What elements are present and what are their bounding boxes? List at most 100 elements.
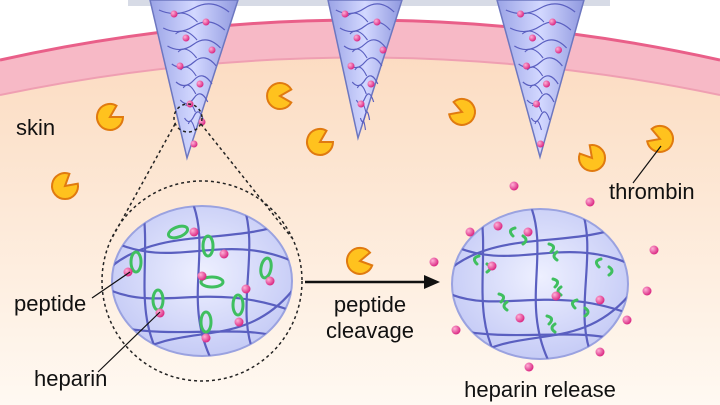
- heparin-dot: [234, 317, 244, 327]
- arrow-right-icon: [305, 275, 440, 289]
- heparin-dot: [353, 34, 361, 42]
- heparin-dot: [429, 257, 439, 267]
- heparin-dot: [341, 10, 349, 18]
- heparin-dot: [241, 284, 251, 294]
- heparin-dot: [529, 34, 536, 42]
- cleaved-peptide: [521, 234, 528, 246]
- heparin-dot: [170, 10, 178, 18]
- skin-label: skin: [16, 115, 55, 140]
- heparin-leader-line: [97, 311, 161, 373]
- thrombin-pacman-icon: [96, 102, 125, 131]
- peptide-ring: [199, 275, 225, 289]
- heparin-dot: [642, 286, 652, 296]
- heparin-dot: [549, 18, 556, 26]
- heparin-dot: [585, 197, 595, 207]
- heparin-dot: [509, 181, 519, 191]
- heparin-dot: [465, 227, 475, 237]
- heparin-dot: [208, 46, 216, 54]
- heparin-dot: [551, 291, 561, 301]
- peptide-ring: [166, 224, 190, 240]
- thrombin-pacman-icon: [306, 127, 335, 156]
- cleaved-peptide: [502, 300, 509, 312]
- cleaved-peptide: [607, 265, 614, 277]
- microneedle: [496, 0, 585, 160]
- heparin-dot: [367, 80, 375, 88]
- cleaved-peptide: [547, 242, 556, 254]
- heparin-dot: [202, 18, 210, 26]
- peptide-leader-line: [91, 271, 131, 299]
- cleaved-peptide: [551, 277, 560, 289]
- heparin-dot: [347, 62, 355, 70]
- cleaved-peptide: [472, 254, 481, 266]
- thrombin-enzymes: [51, 82, 674, 275]
- heparin-dot: [543, 80, 550, 88]
- cleaved-peptide: [552, 250, 559, 262]
- heparin-dot: [649, 245, 659, 255]
- released-heparin: [429, 181, 659, 372]
- microneedle-array: [149, 0, 585, 161]
- heparin-dot: [515, 313, 525, 323]
- heparin-dot: [537, 140, 544, 148]
- heparin-dot: [182, 34, 190, 42]
- cleaved-peptide: [594, 257, 603, 269]
- hydrogel-particle-intact: [111, 205, 293, 357]
- peptide-ring: [259, 256, 273, 280]
- thrombin-pacman-icon: [346, 246, 374, 275]
- heparin-dot: [379, 46, 387, 54]
- heparin-dot: [155, 308, 165, 318]
- heparin-dot: [189, 227, 199, 237]
- cleaved-peptide: [545, 314, 554, 326]
- thrombin-pacman-icon: [266, 82, 293, 110]
- heparin-dot: [523, 62, 530, 70]
- heparin-dot: [555, 46, 562, 54]
- polymer-strand: [240, 206, 258, 356]
- thrombin-pacman-icon: [646, 124, 674, 153]
- cleaved-peptide: [570, 298, 579, 310]
- heparin-dot: [595, 295, 605, 305]
- cleaved-peptide: [583, 306, 590, 318]
- heparin-dot: [201, 333, 211, 343]
- zoom-indicator: [101, 103, 303, 382]
- heparin-dot: [493, 221, 503, 231]
- heparin-dot: [487, 261, 497, 271]
- heparin-dot: [373, 18, 381, 26]
- heparin-dot: [524, 362, 534, 372]
- thrombin-leader-line: [632, 145, 662, 184]
- peptide-ring: [231, 293, 245, 317]
- heparin-dot: [196, 80, 204, 88]
- heparin-dot: [357, 100, 365, 108]
- heparin-dot: [219, 249, 229, 259]
- cleaved-peptide: [550, 322, 557, 334]
- thrombin-pacman-icon: [578, 144, 607, 172]
- microneedle: [327, 0, 403, 141]
- polymer-strand: [452, 292, 628, 316]
- cleaved-peptide: [508, 226, 517, 238]
- heparin-dot: [265, 276, 275, 286]
- polymer-strand: [528, 209, 551, 359]
- thrombin-pacman-icon: [51, 172, 79, 201]
- heparin-dot: [517, 10, 524, 18]
- cleavage-label-line2: cleavage: [326, 318, 414, 343]
- peptide-ring: [199, 310, 213, 334]
- cleavage-label-line1: peptide: [334, 292, 406, 317]
- heparin-dot: [451, 325, 461, 335]
- cleaved-peptide: [497, 292, 506, 304]
- peptide-label: peptide: [14, 291, 86, 316]
- heparin-dot: [190, 140, 198, 148]
- heparin-dot: [523, 227, 533, 237]
- heparin-release-label: heparin release: [464, 377, 616, 402]
- heparin-dot: [197, 271, 207, 281]
- heparin-dot: [595, 347, 605, 357]
- polymer-strand: [112, 289, 292, 313]
- peptide-ring: [201, 234, 215, 258]
- thrombin-label: thrombin: [609, 179, 695, 204]
- polymer-strand: [578, 209, 596, 359]
- heparin-dot: [622, 315, 632, 325]
- heparin-dot: [533, 100, 540, 108]
- heparin-label: heparin: [34, 366, 107, 391]
- peptide-ring: [129, 250, 143, 274]
- microneedle: [149, 0, 239, 161]
- thrombin-pacman-icon: [448, 97, 476, 126]
